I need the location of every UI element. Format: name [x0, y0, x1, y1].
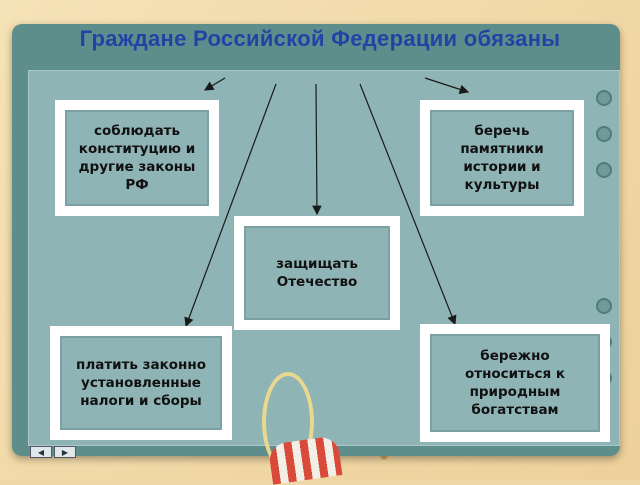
duty-text-nature: бережно относиться к природным богатства…	[430, 334, 600, 432]
duty-text-laws: соблюдать конституцию и другие законы РФ	[65, 110, 209, 206]
decor-dot-icon	[596, 126, 612, 142]
arrow-to-monuments	[424, 77, 470, 94]
duty-box-defend: защищать Отечество	[234, 216, 400, 330]
duty-text-defend: защищать Отечество	[244, 226, 390, 320]
arrow-to-taxes	[184, 83, 277, 328]
arrow-to-laws	[203, 77, 226, 91]
duty-box-taxes: платить законно установленные налоги и с…	[50, 326, 232, 440]
arrow-to-nature	[359, 83, 457, 326]
triangle-left-icon: ◀	[37, 447, 45, 457]
duty-box-nature: бережно относиться к природным богатства…	[420, 324, 610, 442]
next-slide-button[interactable]: ▶	[54, 446, 76, 458]
decor-dot-icon	[596, 162, 612, 178]
arrow-to-defend	[312, 83, 322, 216]
duty-box-laws: соблюдать конституцию и другие законы РФ	[55, 100, 219, 216]
duty-text-taxes: платить законно установленные налоги и с…	[60, 336, 222, 430]
decor-dot-icon	[596, 298, 612, 314]
slide-title: Граждане Российской Федерации обязаны	[79, 26, 561, 51]
duty-text-monuments: беречь памятники истории и культуры	[430, 110, 574, 206]
triangle-right-icon: ▶	[61, 447, 69, 457]
duty-box-monuments: беречь памятники истории и культуры	[420, 100, 584, 216]
prev-slide-button[interactable]: ◀	[30, 446, 52, 458]
decor-dot-icon	[596, 90, 612, 106]
